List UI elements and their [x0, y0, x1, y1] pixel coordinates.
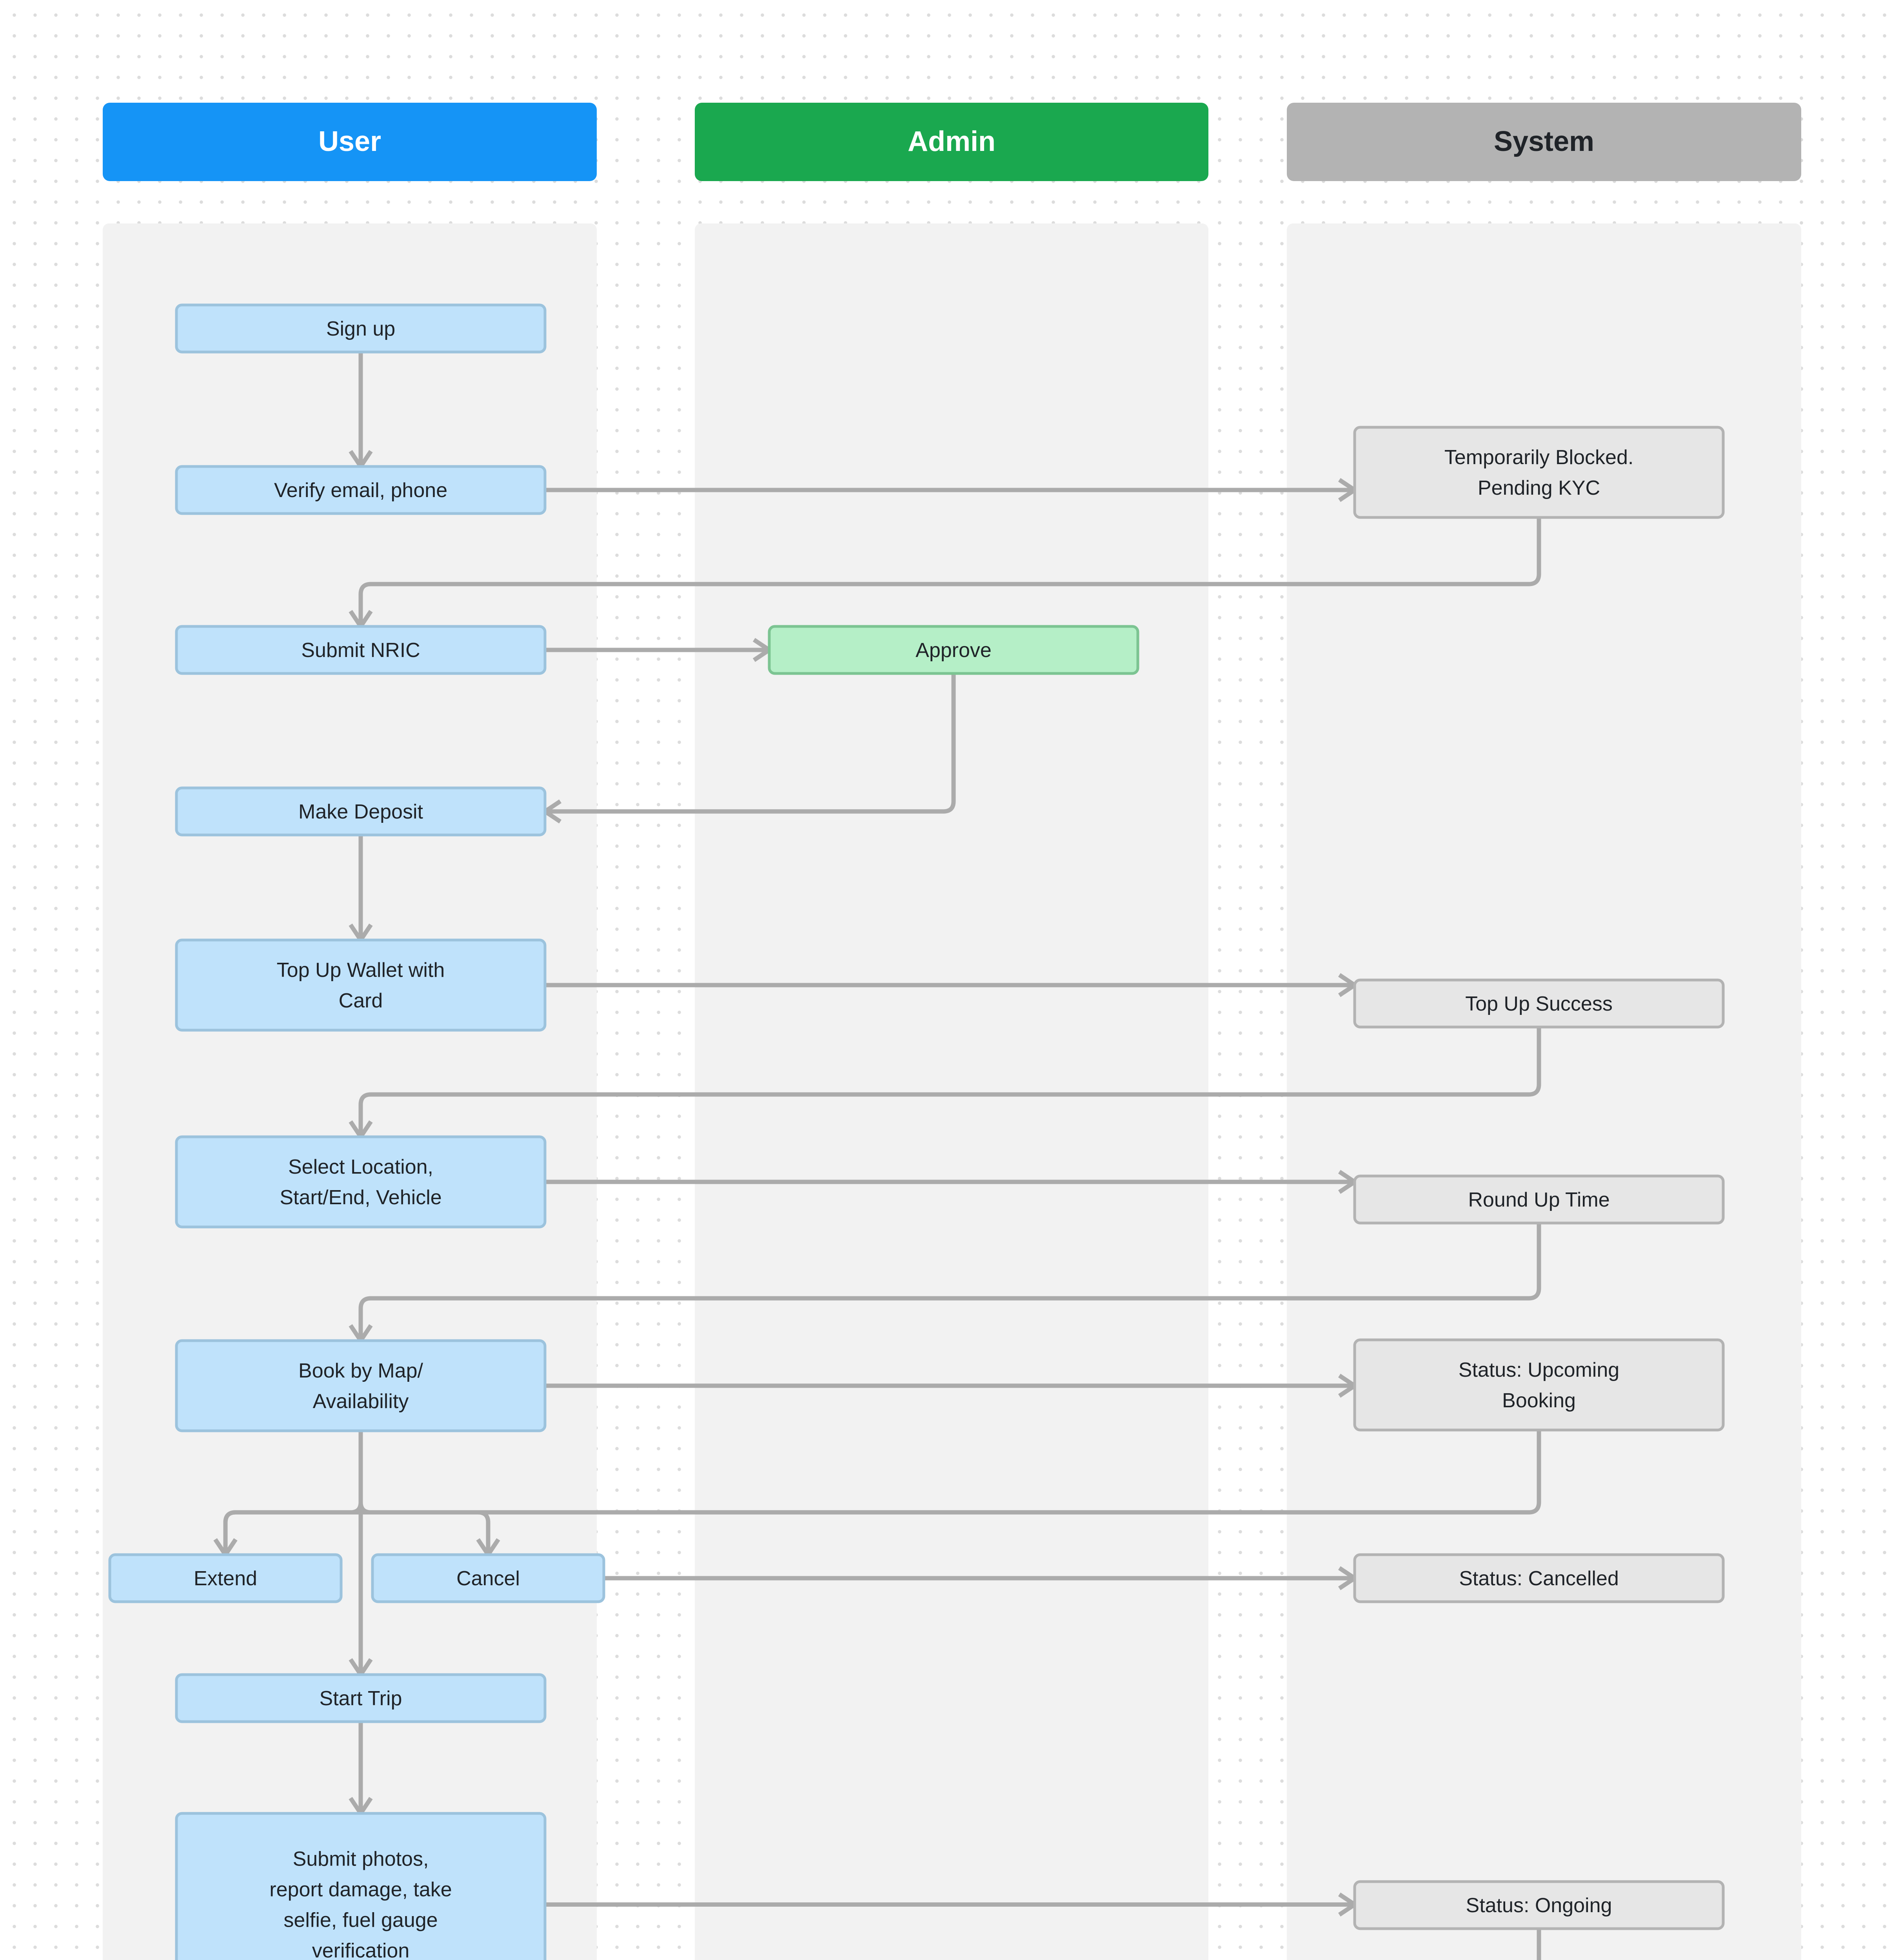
node-label-submit1: selfie, fuel gauge [283, 1909, 438, 1932]
node-label-deposit: Make Deposit [298, 800, 423, 823]
node-label-topupok: Top Up Success [1465, 993, 1613, 1015]
node-box-verify [175, 465, 547, 515]
node-box-book [175, 1339, 547, 1432]
node-box-signup [175, 303, 547, 354]
node-label-signup: Sign up [326, 318, 395, 340]
lane-header-admin[interactable]: Admin [695, 103, 1208, 181]
lane-header-label-user: User [318, 126, 381, 157]
lane-body-admin [695, 223, 1208, 1960]
flow-edges [213, 352, 1541, 1960]
node-label-submit1: report damage, take [269, 1878, 452, 1901]
node-label-book: Availability [313, 1390, 409, 1413]
node-label-cancelled: Status: Cancelled [1459, 1567, 1619, 1590]
node-submit1[interactable]: Submit photos, report damage, take selfie,… [175, 1812, 547, 1960]
edge-topupok-to-selectloc [358, 1027, 1541, 1137]
node-cancel[interactable]: Cancel [371, 1553, 605, 1603]
node-selectloc[interactable]: Select Location, Start/End, Vehicle [175, 1135, 547, 1229]
node-approve[interactable]: Approve [768, 625, 1139, 675]
lane-header-bg-admin [695, 103, 1208, 181]
lane-header-bg-system [1287, 103, 1801, 181]
node-label-selectloc: Select Location, [288, 1156, 433, 1178]
edge-blocked-to-nric [358, 517, 1541, 626]
node-label-extend: Extend [194, 1567, 257, 1590]
node-extend[interactable]: Extend [108, 1553, 343, 1603]
node-box-starttrip [175, 1673, 547, 1723]
node-label-ongoing: Status: Ongoing [1466, 1894, 1612, 1917]
node-box-topupok [1353, 978, 1725, 1029]
node-label-blocked: Pending KYC [1478, 477, 1600, 499]
node-box-nric [175, 625, 547, 675]
node-box-upcoming [1353, 1338, 1725, 1432]
node-label-approve: Approve [916, 639, 992, 662]
node-label-cancel: Cancel [456, 1567, 520, 1590]
node-book[interactable]: Book by Map/Availability [175, 1339, 547, 1432]
node-box-ongoing [1353, 1880, 1725, 1930]
node-nric[interactable]: Submit NRIC [175, 625, 547, 675]
node-label-verify: Verify email, phone [274, 479, 447, 502]
lane-header-label-admin: Admin [908, 126, 996, 157]
node-label-submit1: Submit photos, [293, 1848, 429, 1871]
node-box-cancel [371, 1553, 605, 1603]
node-verify[interactable]: Verify email, phone [175, 465, 547, 515]
lane-header-user[interactable]: User [103, 103, 597, 181]
lane-header-bg-user [103, 103, 597, 181]
node-label-topup: Card [339, 989, 383, 1012]
node-label-starttrip: Start Trip [320, 1687, 402, 1710]
node-topupok[interactable]: Top Up Success [1353, 978, 1725, 1029]
node-deposit[interactable]: Make Deposit [175, 786, 547, 837]
node-box-topup [175, 938, 547, 1032]
node-label-topup: Top Up Wallet with [277, 959, 445, 982]
node-box-submit1 [175, 1812, 547, 1960]
node-label-nric: Submit NRIC [301, 639, 420, 662]
node-box-blocked [1353, 426, 1725, 519]
node-ongoing[interactable]: Status: Ongoing [1353, 1880, 1725, 1930]
node-roundup[interactable]: Round Up Time [1353, 1174, 1725, 1225]
edge-approve-to-deposit [545, 673, 956, 814]
node-signup[interactable]: Sign up [175, 303, 547, 354]
lane-headers: User Admin System [103, 103, 1801, 181]
node-box-cancelled [1353, 1553, 1725, 1603]
node-label-blocked: Temporarily Blocked. [1444, 446, 1634, 469]
node-cancelled[interactable]: Status: Cancelled [1353, 1553, 1725, 1603]
node-box-selectloc [175, 1135, 547, 1229]
node-label-upcoming: Status: Upcoming [1459, 1359, 1619, 1381]
edge-roundup-to-book [358, 1223, 1541, 1341]
node-box-extend [108, 1553, 343, 1603]
lane-body-system [1287, 223, 1801, 1960]
node-box-roundup [1353, 1174, 1725, 1225]
node-label-upcoming: Booking [1502, 1389, 1576, 1412]
node-box-deposit [175, 786, 547, 837]
lane-header-label-system: System [1494, 126, 1594, 157]
flow-nodes: Sign up Verify email, phone Temporarily Bl… [108, 303, 1725, 1960]
node-blocked[interactable]: Temporarily Blocked. Pending KYC [1353, 426, 1725, 519]
lane-header-system[interactable]: System [1287, 103, 1801, 181]
node-label-submit1: verification [312, 1940, 410, 1960]
node-box-approve [768, 625, 1139, 675]
node-label-selectloc: Start/End, Vehicle [280, 1186, 441, 1209]
node-label-book: Book by Map/ [298, 1359, 423, 1382]
node-label-roundup: Round Up Time [1468, 1189, 1610, 1211]
node-starttrip[interactable]: Start Trip [175, 1673, 547, 1723]
